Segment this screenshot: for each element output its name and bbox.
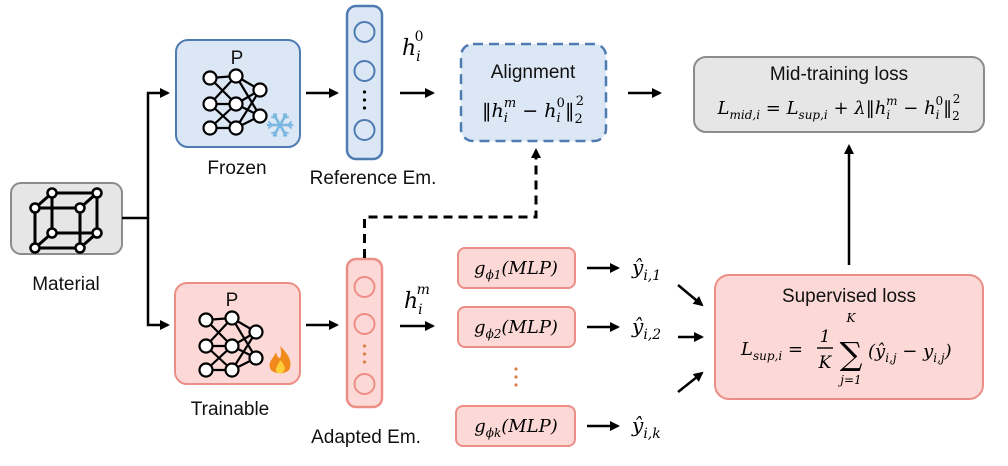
reference-embedding-symbol: hi0 xyxy=(402,29,424,65)
head-box xyxy=(457,247,576,289)
heads-ellipsis xyxy=(514,367,518,387)
frozen-label: Frozen xyxy=(207,158,266,179)
reference-embedding: Reference Em. hi0 xyxy=(310,4,437,189)
head-label: gϕk(MLP) xyxy=(474,416,558,440)
reference-embedding-ellipsis xyxy=(362,90,367,110)
adapted-embedding-symbol: him xyxy=(404,282,430,318)
trainable-label: Trainable xyxy=(191,399,270,420)
neural-network-icon xyxy=(202,68,268,136)
reference-embedding-label: Reference Em. xyxy=(310,168,437,189)
reference-embedding-unit xyxy=(353,119,376,141)
prediction-output-2: ŷi,2 xyxy=(631,314,661,343)
supervised-loss-formula: Lsup,i = 1 K K ∑ j=1 (ŷi,j − yi,j) xyxy=(740,311,952,387)
supervised-loss-node: Supervised loss Lsup,i = 1 K K ∑ j=1 (ŷi… xyxy=(714,274,984,400)
alignment-node: Alignment ‖him − hi0‖22 xyxy=(459,42,608,143)
cube-lattice-icon xyxy=(29,187,103,254)
mid-loss-node: Mid-training loss Lmid,i = Lsup,i + λ‖hi… xyxy=(693,56,985,133)
alignment-formula: ‖him − hi0‖22 xyxy=(482,94,584,127)
head-output-arrows xyxy=(587,263,620,431)
adapted-embedding-ellipsis xyxy=(362,344,367,364)
adapted-embedding: Adapted Em. him xyxy=(311,257,430,448)
dashed-link-adapted-to-alignment xyxy=(363,148,541,258)
head-label: gϕ2(MLP) xyxy=(474,317,558,341)
head-box xyxy=(457,306,576,348)
mid-loss-title: Mid-training loss xyxy=(770,64,908,85)
trainable-model: P Trainable xyxy=(174,282,301,420)
head-1: gϕ1(MLP) xyxy=(457,247,576,289)
svg-text:j=1: j=1 xyxy=(837,373,861,387)
svg-text:K: K xyxy=(846,311,857,325)
material-node: Material xyxy=(10,182,123,295)
outputs-to-supervised-arrows xyxy=(677,284,704,393)
alignment-title: Alignment xyxy=(491,62,576,83)
prediction-output-1: ŷi,1 xyxy=(631,255,661,284)
head-label: gϕ1(MLP) xyxy=(474,258,558,282)
head-box xyxy=(455,405,576,447)
svg-text:Lsup,i =: Lsup,i = xyxy=(740,339,803,363)
trainable-model-box xyxy=(174,282,301,385)
trainable-model-letter: P xyxy=(226,290,239,311)
svg-text:∑: ∑ xyxy=(840,335,863,373)
supervised-loss-box xyxy=(714,274,984,400)
supervised-loss-title: Supervised loss xyxy=(782,286,916,307)
adapted-embedding-unit xyxy=(353,276,376,298)
svg-text:‖him − hi0‖22: ‖him − hi0‖22 xyxy=(482,94,584,127)
alignment-box xyxy=(459,42,608,143)
prediction-heads: gϕ1(MLP) gϕ2(MLP) gϕk(MLP) xyxy=(455,247,576,447)
frozen-model: P Frozen xyxy=(175,39,301,179)
reference-embedding-unit xyxy=(353,60,376,82)
mid-loss-box xyxy=(693,56,985,133)
prediction-outputs: ŷi,1 ŷi,2 ŷi,k xyxy=(631,255,661,442)
head-k: gϕk(MLP) xyxy=(455,405,576,447)
flame-icon xyxy=(269,346,291,374)
neural-network-icon xyxy=(198,310,264,378)
reference-embedding-bar xyxy=(345,4,384,161)
head-2: gϕ2(MLP) xyxy=(457,306,576,348)
adapted-embedding-unit xyxy=(353,313,376,335)
snowflake-icon xyxy=(266,113,294,137)
material-label: Material xyxy=(32,274,100,295)
frozen-model-box xyxy=(175,39,301,148)
material-branch-arrows xyxy=(122,88,170,330)
reference-embedding-unit xyxy=(353,21,376,43)
adapted-embedding-unit xyxy=(353,373,376,395)
svg-text:1: 1 xyxy=(820,327,831,347)
svg-text:(ŷi,j − yi,j): (ŷi,j − yi,j) xyxy=(868,341,952,365)
prediction-output-k: ŷi,k xyxy=(631,413,661,442)
frozen-model-letter: P xyxy=(231,48,244,69)
adapted-embedding-label: Adapted Em. xyxy=(311,427,421,448)
svg-text:K: K xyxy=(818,353,833,373)
